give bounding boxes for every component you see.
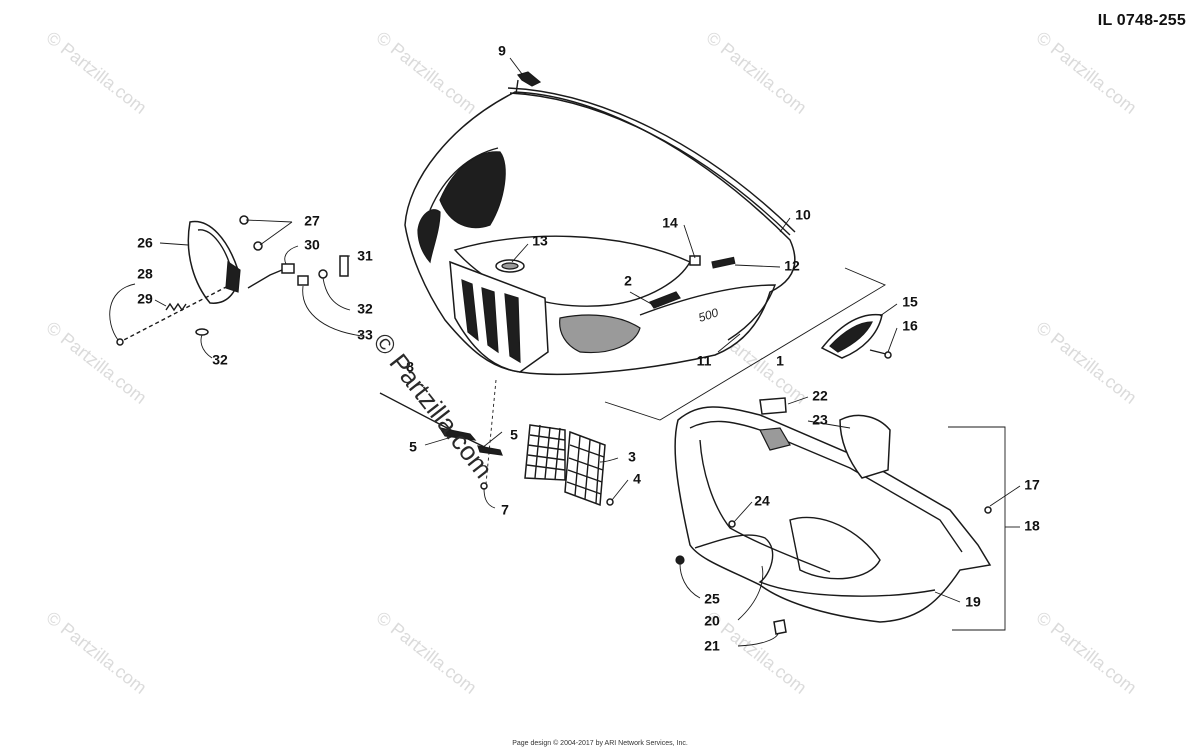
callout-16: 16 (902, 318, 918, 334)
callout-1: 1 (776, 353, 784, 369)
callout-32: 32 (212, 352, 228, 368)
callout-25: 25 (704, 591, 720, 607)
callout-21: 21 (704, 638, 720, 654)
callout-5: 5 (409, 439, 417, 455)
callout-4: 4 (633, 471, 641, 487)
callout-15: 15 (902, 294, 918, 310)
leader-lines (109, 57, 1021, 647)
callout-7: 7 (501, 502, 509, 518)
callout-3: 3 (628, 449, 636, 465)
callout-10: 10 (795, 207, 811, 223)
callout-20: 20 (704, 613, 720, 629)
watermark-tile: © Partzilla.com (43, 317, 151, 407)
callout-13: 13 (532, 233, 548, 249)
watermark-tile: © Partzilla.com (703, 27, 811, 117)
watermark-tile: © Partzilla.com (1033, 317, 1141, 407)
headlight-assembly (116, 215, 349, 346)
callout-17: 17 (1024, 477, 1040, 493)
callout-22: 22 (812, 388, 828, 404)
part-15-bracket (820, 313, 892, 359)
watermark-tile: © Partzilla.com (43, 27, 151, 117)
callout-8: 8 (406, 359, 414, 375)
callout-14: 14 (662, 215, 678, 231)
callout-28: 28 (137, 266, 153, 282)
watermark-tile: © Partzilla.com (373, 607, 481, 697)
decal-graphic: 500 (697, 305, 721, 325)
part-9-clip (515, 71, 542, 95)
callout-9: 9 (498, 43, 506, 59)
callout-2: 2 (624, 273, 632, 289)
watermark-tile: © Partzilla.com (373, 27, 481, 117)
callout-24: 24 (754, 493, 770, 509)
callout-12: 12 (784, 258, 800, 274)
assembly-outline-1 (604, 267, 886, 421)
callout-31: 31 (357, 248, 373, 264)
callout-26: 26 (137, 235, 153, 251)
callout-18: 18 (1024, 518, 1040, 534)
watermark-tile: © Partzilla.com (1033, 607, 1141, 697)
page-footer: Page design © 2004-2017 by ARI Network S… (512, 740, 688, 747)
callout-5: 5 (510, 427, 518, 443)
callout-32: 32 (357, 301, 373, 317)
callout-33: 33 (357, 327, 373, 343)
storage-tray (674, 397, 1006, 635)
illustration-id: IL 0748-255 (1097, 12, 1186, 29)
callout-27: 27 (304, 213, 320, 229)
watermark-tile: © Partzilla.com (43, 607, 151, 697)
callout-19: 19 (965, 594, 981, 610)
callout-23: 23 (812, 412, 828, 428)
assembly-outline-18 (948, 426, 1006, 631)
watermark-tile: © Partzilla.com (1033, 27, 1141, 117)
callout-30: 30 (304, 237, 320, 253)
callout-29: 29 (137, 291, 153, 307)
callout-labels: 9 10 13 14 12 2 11 1 15 16 27 26 30 28 3… (137, 43, 1040, 654)
callout-11: 11 (697, 353, 712, 369)
hood-assembly: 500 (404, 87, 796, 376)
grille-assembly (379, 379, 614, 507)
